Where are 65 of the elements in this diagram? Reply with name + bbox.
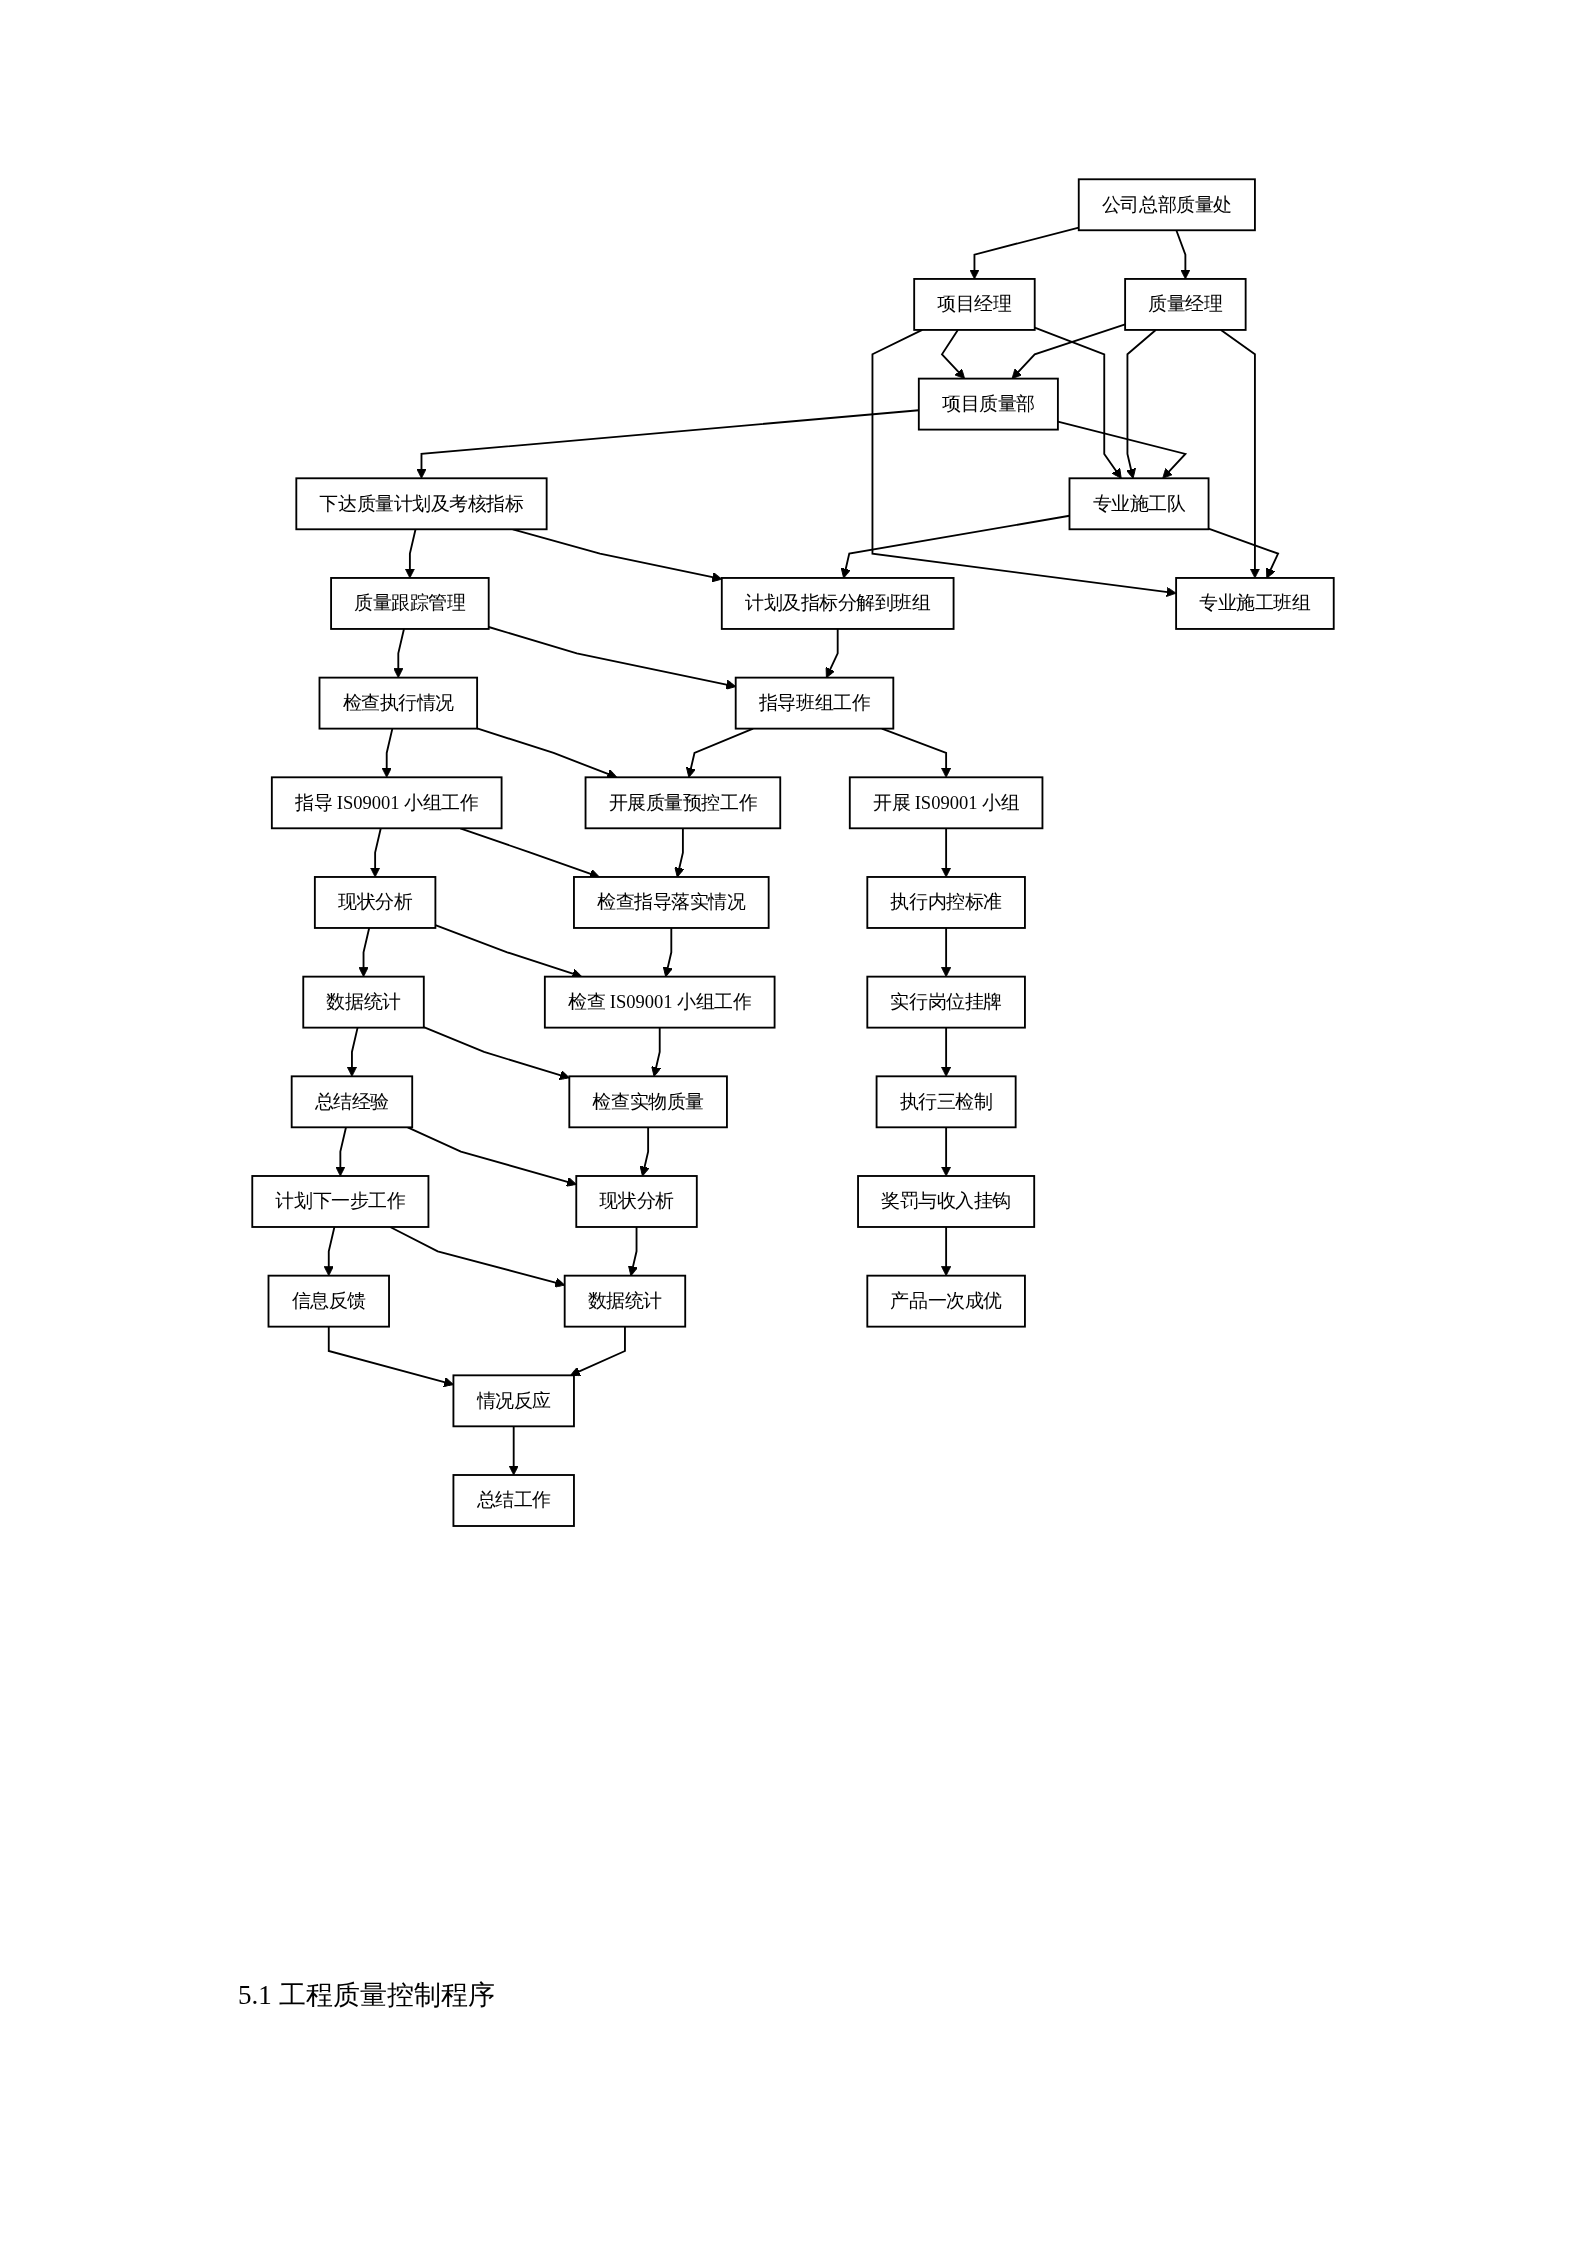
node-box: 检查指导落实情况 [573,876,770,929]
arrow [940,329,966,380]
node-box: 数据统计 [302,975,425,1029]
node-box: 质量经理 [1124,278,1247,331]
arrow [1126,329,1157,479]
arrow [508,1425,519,1476]
arrow [1033,326,1122,479]
node-box: 专业施工班组 [1175,577,1335,630]
node-box: 执行内控标准 [866,876,1026,929]
arrow [1175,229,1191,280]
node-box: 执行三检制 [875,1075,1017,1129]
arrow [327,1325,454,1388]
node-box: 产品一次成优 [866,1274,1026,1328]
node-box: 项目质量部 [917,377,1059,431]
node-box: 指导 IS09001 小组工作 [270,776,503,830]
node-box: 检查实物质量 [568,1075,728,1129]
node-box: 情况反应 [452,1374,575,1428]
arrow [941,1126,952,1177]
arrow [570,1325,626,1377]
arrow [941,827,952,878]
arrow [335,1126,347,1177]
arrow [662,927,673,978]
node-box: 现状分析 [575,1175,698,1228]
node-box: 检查执行情况 [318,676,479,730]
node-box: 专业施工队 [1068,477,1210,531]
node-box: 项目经理 [913,278,1036,331]
arrow [674,827,685,878]
arrow [1207,527,1280,579]
arrow [393,628,405,679]
arrow [941,1226,952,1277]
node-box: 总结工作 [452,1474,575,1527]
arrow [381,727,394,778]
arrow [871,329,1177,598]
node-box: 检查 IS09001 小组工作 [543,975,776,1029]
node-box: 下达质量计划及考核指标 [295,477,548,531]
node-box: 指导班组工作 [734,676,895,730]
arrow [969,226,1080,280]
arrow [628,1226,638,1277]
section-heading: 5.1 工程质量控制程序 [238,1979,495,2012]
node-box: 奖罚与收入挂钩 [857,1175,1036,1228]
arrow [323,1226,336,1277]
node-box: 实行岗位挂牌 [866,975,1026,1029]
node-box: 质量跟踪管理 [330,577,490,630]
arrow [941,927,952,978]
node-box: 总结经验 [290,1075,414,1129]
node-box: 计划下一步工作 [251,1175,430,1228]
arrow [422,1026,570,1081]
node-box: 信息反馈 [267,1274,390,1328]
node-box: 计划及指标分解到班组 [720,577,955,630]
arrow [1220,329,1260,579]
arrow [941,1026,952,1077]
arrow [370,827,382,878]
arrow [651,1026,662,1077]
node-box: 公司总部质量处 [1077,178,1256,232]
arrow [825,628,839,679]
arrow [358,927,371,978]
arrow [404,528,417,579]
arrow [476,727,618,779]
node-box: 开展 IS09001 小组 [848,776,1044,830]
arrow [406,1126,577,1187]
node-box: 现状分析 [313,876,437,929]
node-box: 开展质量预控工作 [584,776,782,830]
node-box: 数据统计 [563,1274,687,1328]
arrow [639,1126,650,1177]
arrow [346,1026,359,1077]
